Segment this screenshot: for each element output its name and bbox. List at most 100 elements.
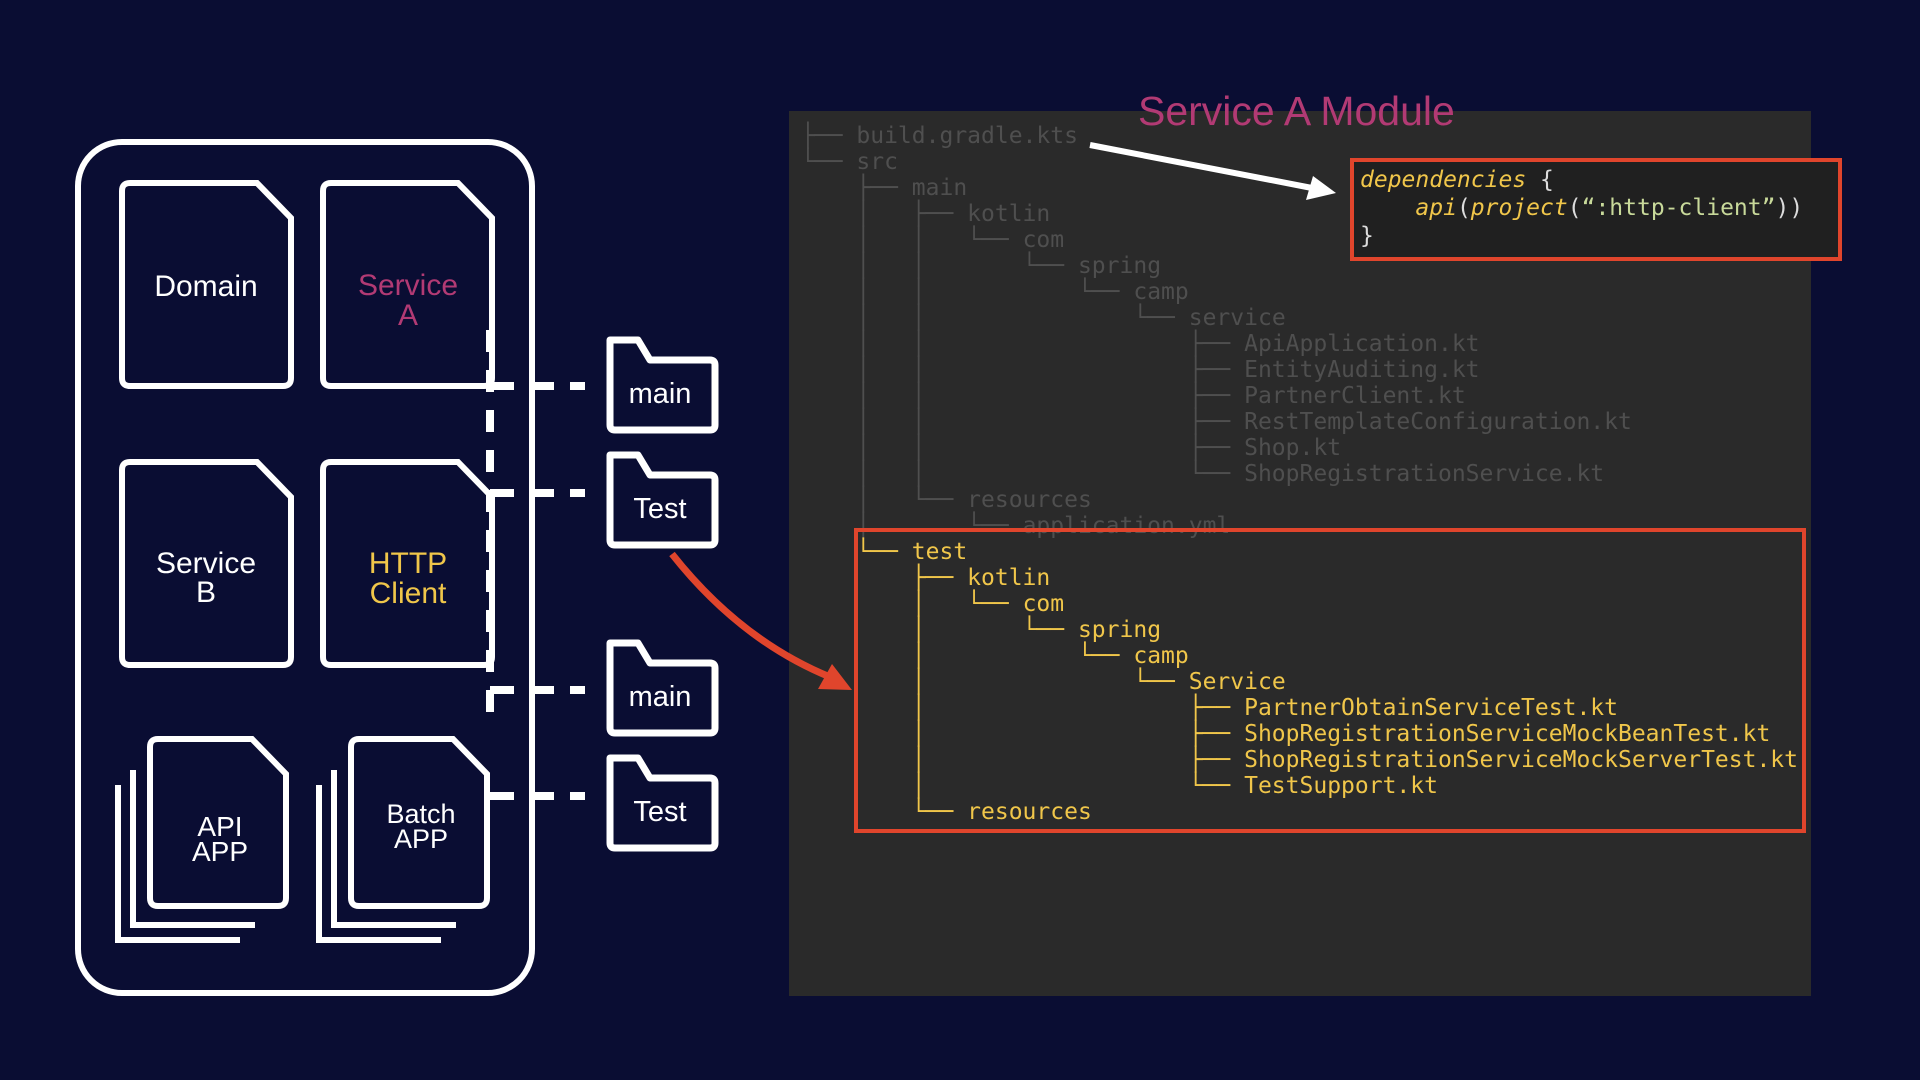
tree-entry-name: PartnerClient.kt <box>1244 383 1466 409</box>
tree-entry-name: TestSupport.kt <box>1244 773 1438 799</box>
tree-connector: │ │ └── <box>801 253 1078 279</box>
open-brace: { <box>1526 167 1554 193</box>
tree-entry-name: ShopRegistrationServiceMockBeanTest.kt <box>1244 721 1771 747</box>
folder-test-1: Test <box>606 451 719 549</box>
tree-entry-name: PartnerObtainServiceTest.kt <box>1244 695 1618 721</box>
tree-line: │ │ └── com <box>801 227 1064 253</box>
service-a-label-line2: A <box>398 299 418 332</box>
http-client-arg: “:http-client” <box>1581 195 1776 221</box>
tree-entry-name: ShopRegistrationServiceMockServerTest.kt <box>1244 747 1798 773</box>
paren-close: )) <box>1775 195 1804 221</box>
tree-line: │ └── application.yml <box>801 513 1230 539</box>
folder-main-2: main <box>606 639 719 737</box>
tree-line: │ │ ├── EntityAuditing.kt <box>801 357 1480 383</box>
domain-label: Domain <box>154 270 257 303</box>
tree-connector: │ ├── <box>801 721 1245 747</box>
api-function: api <box>1415 195 1457 221</box>
tree-line: │ │ └── spring <box>801 253 1161 279</box>
tree-line: │ └── camp <box>801 643 1189 669</box>
tree-entry-name: Shop.kt <box>1244 435 1342 461</box>
tree-line: ├── kotlin <box>801 565 1051 591</box>
module-title: Service A Module <box>1138 88 1455 134</box>
folder-test-2-label: Test <box>633 796 686 828</box>
tree-entry-name: kotlin <box>967 565 1051 591</box>
tree-connector: │ │ ├── <box>801 409 1245 435</box>
tree-connector: └── <box>801 799 968 825</box>
build-file-arrow <box>1089 142 1336 200</box>
tree-entry-name: application.yml <box>1022 513 1231 539</box>
tree-line: │ │ ├── ApiApplication.kt <box>801 331 1479 357</box>
folder-main-2-label: main <box>629 681 692 713</box>
dependencies-keyword: dependencies <box>1360 167 1527 193</box>
tree-connector: │ │ └── <box>801 227 1023 253</box>
tree-connector: │ ├── <box>801 747 1245 773</box>
tree-line: │ ├── ShopRegistrationServiceMockServerT… <box>801 747 1798 773</box>
tree-line: │ └── spring <box>801 617 1161 643</box>
folder-main-1: main <box>606 336 719 434</box>
tree-connector: ├── <box>801 565 968 591</box>
folder-test-1-label: Test <box>633 493 686 525</box>
tree-entry-name: camp <box>1133 643 1189 669</box>
tree-entry-name: EntityAuditing.kt <box>1244 357 1480 383</box>
tree-entry-name: spring <box>1077 617 1162 643</box>
tree-line: │ ├── kotlin <box>801 201 1050 227</box>
batch-app-label-line1: Batch <box>386 799 455 829</box>
tree-entry-name: Service <box>1188 669 1286 695</box>
tree-entry-name: resources <box>967 799 1092 825</box>
dependencies-code-box: dependencies { api(project(“:http-client… <box>1350 158 1842 261</box>
tree-line: │ ├── PartnerObtainServiceTest.kt <box>801 695 1618 721</box>
tree-line: │ │ └── ShopRegistrationService.kt <box>801 461 1604 487</box>
dependencies-code: dependencies { api(project(“:http-client… <box>1360 166 1803 250</box>
close-brace: } <box>1360 223 1374 249</box>
tree-connector: ├── <box>801 123 857 149</box>
tree-connector: └── <box>801 539 912 565</box>
tree-entry-name: test <box>911 539 968 565</box>
tree-line: │ │ └── service <box>801 305 1286 331</box>
tree-line: │ │ ├── RestTemplateConfiguration.kt <box>801 409 1632 435</box>
tree-line: └── src <box>801 149 898 175</box>
tree-connector: │ └── <box>801 773 1245 799</box>
api-app-module-card <box>115 736 289 943</box>
module-diagram: Domain Service A Service B HTTP Client A… <box>75 139 719 996</box>
tree-connector: │ ├── <box>801 201 968 227</box>
tree-entry-name: spring <box>1077 253 1162 279</box>
tree-entry-name: service <box>1188 305 1286 331</box>
tree-entry-name: com <box>1022 227 1065 253</box>
tree-connector: ├── <box>801 175 912 201</box>
tree-connector: │ │ └── <box>801 279 1134 305</box>
tree-entry-name: main <box>911 175 968 201</box>
tree-connector: │ └── <box>801 643 1134 669</box>
tree-entry-name: build.gradle.kts <box>856 123 1078 149</box>
api-app-label-line1: API <box>197 811 242 842</box>
test-folder-highlight <box>854 528 1806 833</box>
folder-test-2: Test <box>606 754 719 852</box>
tree-connector: │ │ ├── <box>801 357 1245 383</box>
domain-module-card: Domain <box>119 180 294 389</box>
tree-line: │ └── resources <box>801 487 1091 513</box>
service-b-label-line1: Service <box>156 547 256 580</box>
tree-connector: │ │ ├── <box>801 383 1245 409</box>
tree-connector: │ │ └── <box>801 461 1245 487</box>
tree-connector: │ │ └── <box>801 305 1189 331</box>
tree-line: │ │ ├── PartnerClient.kt <box>801 383 1466 409</box>
batch-app-label-line2: APP <box>394 824 448 854</box>
tree-connector: │ └── <box>801 487 968 513</box>
tree-connector: │ └── <box>801 669 1189 695</box>
tree-line: ├── build.gradle.kts <box>801 123 1078 149</box>
tree-connector: │ │ ├── <box>801 435 1245 461</box>
batch-app-module-card <box>316 736 490 943</box>
tree-entry-name: kotlin <box>967 201 1051 227</box>
project-function: project <box>1470 195 1568 221</box>
tree-line: │ ├── ShopRegistrationServiceMockBeanTes… <box>801 721 1771 747</box>
tree-connector: │ └── <box>801 591 1023 617</box>
tree-connector: │ ├── <box>801 695 1245 721</box>
tree-line: │ │ ├── Shop.kt <box>801 435 1341 461</box>
tree-connector: │ └── <box>801 513 1023 539</box>
tree-line: └── test <box>801 539 967 565</box>
tree-line: ├── main <box>801 175 967 201</box>
tree-connector: │ └── <box>801 617 1078 643</box>
test-folder-arrow <box>669 551 852 690</box>
tree-line: └── resources <box>801 799 1092 825</box>
tree-entry-name: RestTemplateConfiguration.kt <box>1244 409 1632 435</box>
